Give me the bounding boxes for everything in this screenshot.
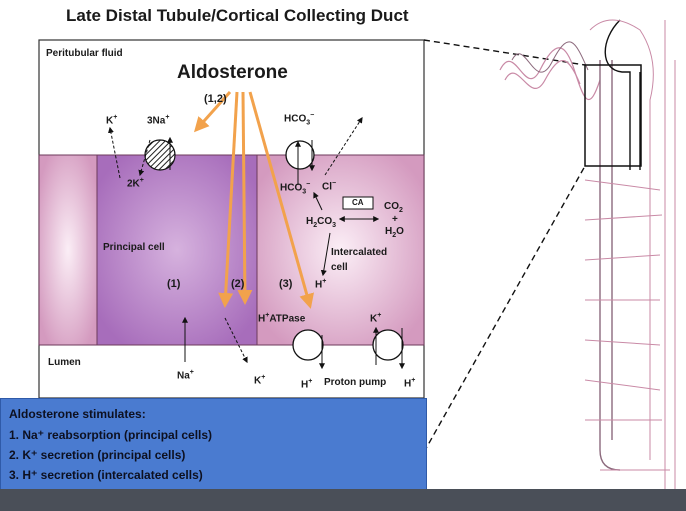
hco3-cl-exchanger	[285, 140, 315, 170]
hco3-mid-label: HCO3−	[280, 181, 311, 196]
k-top-label: K+	[106, 114, 118, 127]
h-atpase-label: H+ATPase	[258, 312, 306, 325]
diagram-title: Late Distal Tubule/Cortical Collecting D…	[66, 6, 409, 25]
cl-label: Cl−	[322, 180, 337, 193]
h-k-exchanger	[372, 329, 404, 361]
k-lumen-pump-label: K+	[370, 312, 382, 325]
proton-pump	[292, 329, 324, 361]
summary-heading: Aldosterone stimulates:	[9, 407, 146, 421]
footer-bar	[0, 489, 686, 511]
peritubular-label: Peritubular fluid	[46, 48, 123, 59]
proton-pump-label: Proton pump	[324, 377, 387, 388]
k2-label: 2K+	[127, 177, 144, 190]
intercalated-label: Intercalated	[331, 247, 388, 258]
refs-label: (1,2)	[204, 93, 227, 105]
aldosterone-label: Aldosterone	[177, 62, 288, 83]
step2-label: (2)	[231, 278, 245, 290]
summary-item: 1. Na⁺ reabsorption (principal cells)	[9, 428, 213, 442]
step1-label: (1)	[167, 278, 181, 290]
left-cell	[38, 154, 98, 346]
summary-item: 3. H⁺ secretion (intercalated cells)	[9, 468, 203, 482]
na-k-atpase-pump	[144, 139, 176, 171]
zoom-box	[584, 64, 642, 167]
k-lumen-label: K+	[254, 374, 266, 387]
carbonic-anhydrase-box	[342, 196, 374, 210]
co2-label: CO2	[384, 201, 403, 214]
cell-label: cell	[331, 262, 348, 273]
h2o-label: H2O	[385, 226, 404, 239]
h-mid-label: H+	[315, 278, 327, 291]
summary-panel: Aldosterone stimulates: 1. Na⁺ reabsorpt…	[0, 398, 427, 490]
na-lumen-label: Na+	[177, 369, 194, 382]
hco3-top-label: HCO3−	[284, 112, 315, 127]
summary-item: 2. K⁺ secretion (principal cells)	[9, 448, 186, 462]
h-right-label: H+	[404, 377, 416, 390]
nephron-sketch	[499, 19, 676, 500]
lumen-label: Lumen	[48, 357, 81, 368]
intercalated-cell-body	[256, 154, 425, 346]
h2co3-label: H2CO3	[306, 216, 337, 229]
principal-cell-label: Principal cell	[103, 242, 165, 253]
step3-label: (3)	[279, 278, 293, 290]
na3-label: 3Na+	[147, 114, 170, 127]
plus-label: +	[392, 214, 398, 225]
ca-label: CA	[352, 198, 364, 207]
h-bottom-label: H+	[301, 378, 313, 391]
